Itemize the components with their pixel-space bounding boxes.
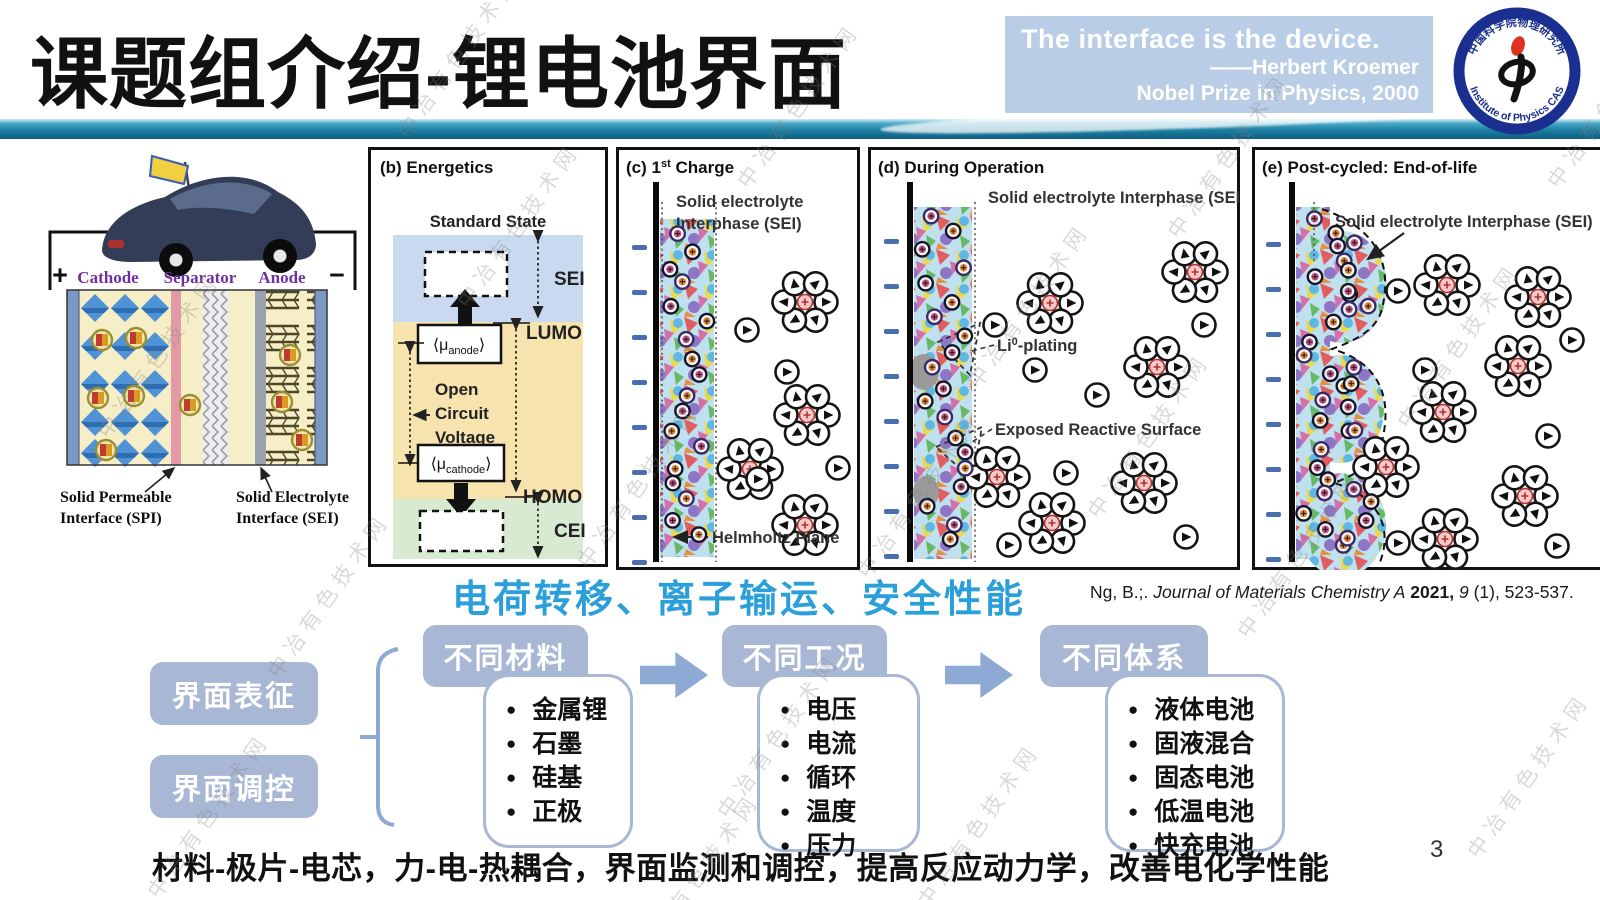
- plus-terminal-label: +: [52, 260, 68, 290]
- interface-regulation-label: 界面调控: [171, 773, 296, 806]
- panel-d-during-operation: (d) During Operation Solid electrolyte I…: [868, 147, 1240, 570]
- cei-band-label: CEI: [554, 521, 586, 542]
- list-item: 电压: [780, 693, 909, 727]
- citation-year: 2021,: [1405, 582, 1459, 602]
- exposed-surface-label: Exposed Reactive Surface: [995, 421, 1201, 439]
- sei-band-label: SEI: [554, 269, 585, 290]
- interface-characterization-box: 界面表征: [150, 662, 318, 725]
- materials-list: 金属锂 石墨 硅基 正极: [483, 674, 633, 848]
- list-item: 石墨: [506, 727, 622, 761]
- quote-author: ——Herbert Kroemer: [1210, 56, 1419, 79]
- cell-cross-section: [66, 289, 328, 467]
- grouping-bracket: [360, 647, 399, 827]
- panel-e-title: (e) Post-cycled: End-of-life: [1262, 158, 1477, 177]
- cathode-lattice: [81, 294, 169, 467]
- ocv-label: Open Circuit Voltage: [435, 380, 495, 447]
- logo-glyph: [1498, 36, 1536, 103]
- cathode-label: Cathode: [77, 268, 139, 287]
- list-item: 温度: [780, 795, 909, 829]
- systems-header-label: 不同体系: [1061, 643, 1186, 675]
- list-item: 压力: [780, 829, 909, 863]
- interface-regulation-box: 界面调控: [150, 755, 318, 818]
- key-properties-text: 电荷转移、离子输运、安全性能: [452, 579, 1027, 621]
- list-item: 低温电池: [1128, 795, 1274, 829]
- citation-authors: Ng, B.;.: [1090, 582, 1154, 602]
- helmholtz-plane-label: Helmholtz Plane: [712, 529, 839, 547]
- electric-car-illustration: [102, 154, 316, 277]
- sei-label: Solid Electrolyte Interface (SEI): [236, 489, 353, 527]
- flow-arrow-right-icon: [640, 652, 708, 698]
- watermark-text: 中冶有色技术网: [1463, 688, 1595, 863]
- list-item: 硅基: [506, 761, 622, 795]
- panel-c-title: (c) 1st Charge: [626, 158, 734, 177]
- anode-label: Anode: [258, 268, 306, 287]
- flow-arrow-right-icon: [945, 652, 1013, 698]
- quote-prize: Nobel Prize in Physics, 2000: [1136, 82, 1419, 106]
- panel-b-energetics: (b) Energetics Standard State ⟨μanode⟩ L…: [368, 147, 608, 567]
- panel-c-sei-label: Solid electrolyte Interphase (SEI): [676, 193, 808, 233]
- materials-header-label: 不同材料: [443, 643, 568, 675]
- list-item: 正极: [506, 795, 622, 829]
- homo-label: HOMO: [523, 487, 582, 508]
- standard-state-label: Standard State: [430, 213, 546, 231]
- list-item: 快充电池: [1128, 829, 1274, 863]
- citation-journal: Journal of Materials Chemistry A: [1153, 582, 1406, 602]
- conditions-header-label: 不同工况: [742, 643, 867, 675]
- list-item: 循环: [780, 761, 909, 795]
- minus-terminal-label: −: [329, 260, 345, 290]
- systems-list: 液体电池 固液混合 固态电池 低温电池 快充电池: [1105, 674, 1285, 860]
- institute-logo: 中国科学院物理研究所 Institute of Physics CAS: [1453, 7, 1581, 135]
- quote-box: The interface is the device. ——Herbert K…: [1005, 16, 1433, 113]
- title-ribbon-decoration: [0, 119, 1600, 139]
- li-plating-label: Li0-plating: [997, 336, 1077, 355]
- list-item: 金属锂: [506, 693, 622, 727]
- panel-b-title: (b) Energetics: [380, 158, 493, 177]
- citation-volume: 9: [1458, 582, 1469, 602]
- panel-d-title: (d) During Operation: [878, 158, 1044, 177]
- list-item: 固态电池: [1128, 761, 1274, 795]
- list-item: 固液混合: [1128, 727, 1274, 761]
- separator-label: Separator: [164, 268, 237, 287]
- spi-label: Solid Permeable Interface (SPI): [60, 489, 176, 527]
- page-number: 3: [1430, 836, 1444, 863]
- interface-characterization-label: 界面表征: [171, 680, 296, 713]
- panel-e-post-cycled: Solid electrolyte Interphase (SEI) (e) P…: [1252, 147, 1600, 570]
- quote-text: The interface is the device.: [1021, 24, 1381, 54]
- mu-cathode-label: ⟨μcathode⟩: [431, 456, 492, 476]
- summary-text: 材料-极片-电芯，力-电-热耦合，界面监测和调控，提高反应动力学，改善电化学性能: [152, 851, 1330, 886]
- list-item: 液体电池: [1128, 693, 1274, 727]
- battery-cell-figure: + − Cathode Separator Anode: [48, 154, 357, 527]
- reference-citation: Ng, B.;. Journal of Materials Chemistry …: [1090, 582, 1574, 603]
- citation-pages: (1), 523-537.: [1468, 582, 1574, 602]
- list-item: 电流: [780, 727, 909, 761]
- conditions-list: 电压 电流 循环 温度 压力: [757, 674, 920, 860]
- mu-anode-label: ⟨μanode⟩: [433, 337, 485, 357]
- page-title: 课题组介绍-锂电池界面: [30, 30, 847, 118]
- panel-e-sei-label: Solid electrolyte Interphase (SEI): [1335, 213, 1593, 231]
- panel-c-first-charge: (c) 1st Charge Solid electrolyte Interph…: [616, 147, 860, 570]
- lumo-label: LUMO: [526, 323, 582, 344]
- panel-d-sei-label: Solid electrolyte Interphase (SEI): [988, 189, 1240, 207]
